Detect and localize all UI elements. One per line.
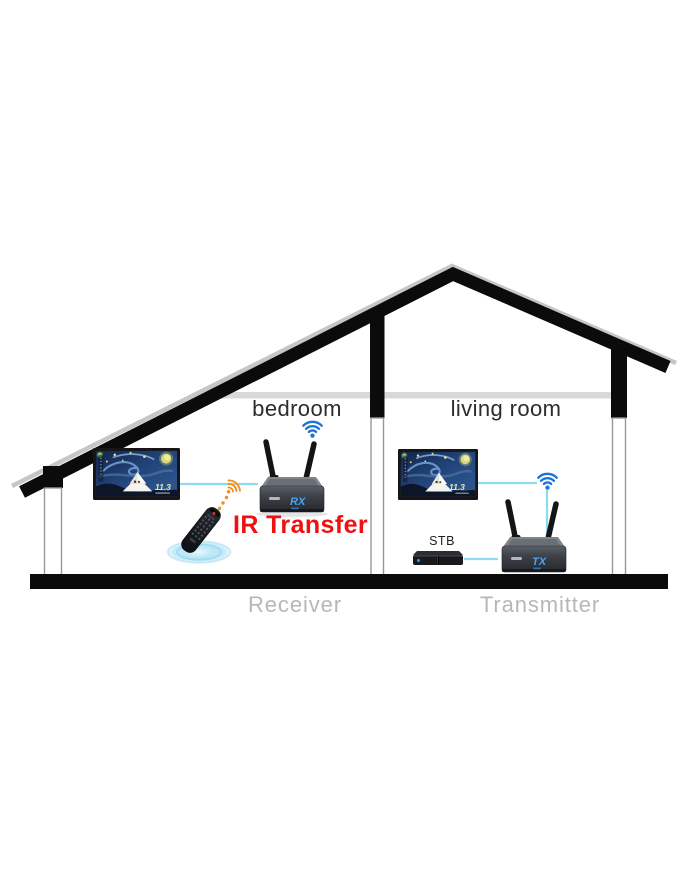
transmitter-display: TX bbox=[532, 556, 547, 568]
ir-signal-icon bbox=[220, 477, 243, 500]
livingroom-tv bbox=[398, 449, 478, 500]
left-wall bbox=[43, 466, 63, 576]
center-wall bbox=[370, 310, 385, 577]
bedroom-room-label: bedroom bbox=[252, 396, 342, 421]
transmitter-display-marks bbox=[533, 567, 541, 570]
ir-transfer-label: IR Transfer bbox=[233, 511, 369, 539]
stb-device bbox=[413, 551, 463, 565]
livingroom-tv-badge: 11.3 bbox=[449, 482, 465, 492]
ceiling-band bbox=[212, 392, 612, 399]
roof-highlight bbox=[10, 263, 677, 489]
bedroom-tv-badge: 11.3 bbox=[155, 482, 171, 492]
receiver-floor-label: Receiver bbox=[247, 592, 343, 617]
right-wall bbox=[611, 348, 627, 577]
transmitter-floor-label: Transmitter bbox=[479, 592, 601, 617]
receiver-display-marks bbox=[291, 507, 299, 510]
roof bbox=[19, 266, 671, 498]
stb-label: STB bbox=[429, 534, 455, 548]
wifi-icon bbox=[302, 420, 323, 438]
ir-dotted-line bbox=[217, 495, 229, 511]
remote-control bbox=[181, 507, 221, 553]
wifi-icon bbox=[537, 472, 558, 490]
livingroom-room-label: living room bbox=[450, 396, 562, 421]
floor bbox=[30, 574, 668, 589]
receiver-shadow bbox=[256, 511, 328, 517]
receiver-display: RX bbox=[290, 496, 306, 508]
